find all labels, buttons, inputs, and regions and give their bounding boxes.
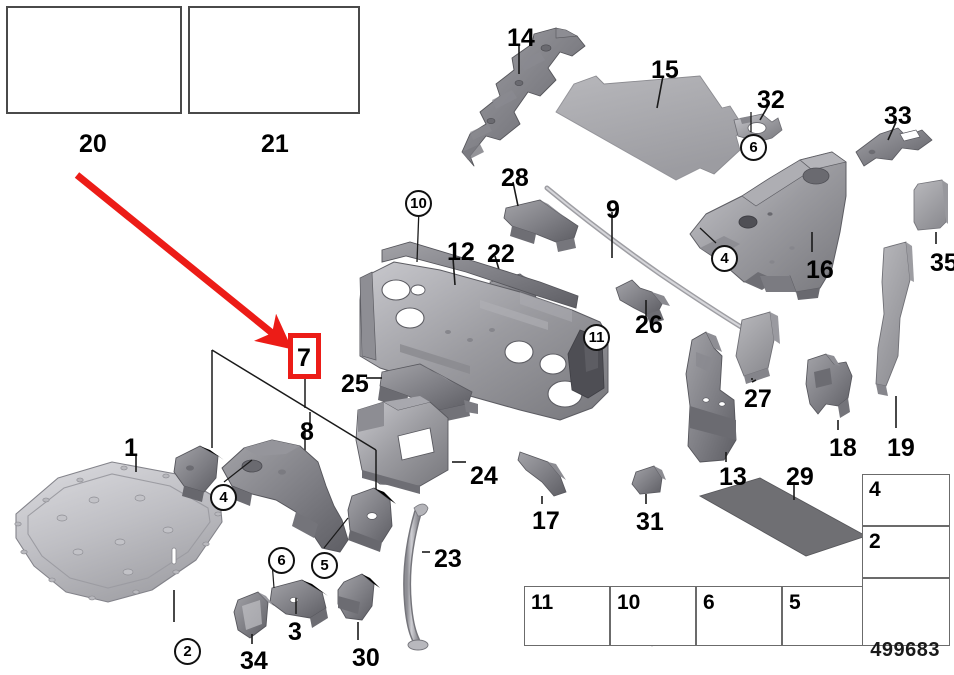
label-22: 22	[487, 240, 515, 268]
legend-label-11: 11	[531, 591, 554, 614]
part-30	[337, 573, 380, 621]
label-34: 34	[240, 647, 268, 675]
circled-label-2: 2	[174, 638, 201, 665]
highlight-box-7	[288, 333, 321, 379]
label-18: 18	[829, 434, 857, 462]
grouping-box-21	[188, 6, 360, 114]
label-24: 24	[470, 462, 498, 490]
label-25: 25	[341, 370, 369, 398]
label-12: 12	[447, 238, 475, 266]
circled-label-4-lower: 4	[210, 484, 237, 511]
part-5-target	[347, 487, 396, 552]
label-35: 35	[930, 249, 954, 277]
label-16: 16	[806, 256, 834, 284]
part-3	[269, 579, 328, 628]
legend-cell-6	[696, 586, 782, 646]
label-31: 31	[636, 508, 664, 536]
legend-label-4: 4	[869, 478, 881, 501]
legend-label-5: 5	[789, 591, 801, 614]
label-14: 14	[507, 24, 535, 52]
part-27	[735, 311, 780, 384]
label-9: 9	[606, 196, 620, 224]
label-15: 15	[651, 56, 679, 84]
label-19: 19	[887, 434, 915, 462]
circled-label-10: 10	[405, 190, 432, 217]
label-20: 20	[79, 130, 107, 158]
label-27: 27	[744, 385, 772, 413]
label-23: 23	[434, 545, 462, 573]
part-35	[913, 179, 948, 231]
part-14	[461, 27, 586, 167]
label-7: 7	[297, 344, 311, 372]
legend-cell-5	[782, 586, 868, 646]
grouping-box-20	[6, 6, 182, 114]
part-26	[615, 279, 670, 324]
legend-label-6: 6	[703, 591, 715, 614]
part-17	[517, 451, 567, 497]
drawing-number: 499683	[870, 639, 940, 661]
label-30: 30	[352, 644, 380, 672]
part-24	[355, 396, 449, 494]
part-18	[805, 353, 853, 418]
part-9	[544, 185, 749, 333]
part-19	[875, 241, 914, 396]
circled-label-11: 11	[583, 324, 610, 351]
part-23	[403, 503, 429, 651]
label-32: 32	[757, 86, 785, 114]
part-1	[14, 461, 223, 603]
label-26: 26	[635, 311, 663, 339]
label-21: 21	[261, 130, 289, 158]
legend-cell-4	[862, 474, 950, 526]
part-33	[855, 127, 933, 167]
part-8	[173, 439, 349, 553]
circled-label-5: 5	[311, 552, 338, 579]
legend-label-10: 10	[617, 591, 641, 614]
label-28: 28	[501, 164, 529, 192]
label-1: 1	[124, 434, 138, 462]
label-33: 33	[884, 102, 912, 130]
label-8: 8	[300, 418, 314, 446]
legend-label-2: 2	[869, 530, 881, 553]
legend-cell-10	[610, 586, 696, 646]
label-29: 29	[786, 463, 814, 491]
circled-label-4-top: 4	[711, 245, 738, 272]
part-15	[555, 75, 745, 181]
part-28	[503, 199, 579, 252]
circled-label-6-lower: 6	[268, 547, 295, 574]
legend-cell-2	[862, 526, 950, 578]
legend-cell-profile-symbol	[862, 578, 950, 646]
part-13	[685, 331, 737, 463]
label-13: 13	[719, 463, 747, 491]
circled-label-6-top: 6	[740, 134, 767, 161]
label-17: 17	[532, 507, 560, 535]
part-31	[631, 465, 666, 495]
label-3: 3	[288, 618, 302, 646]
legend-cell-11	[524, 586, 610, 646]
part-34	[233, 591, 274, 639]
